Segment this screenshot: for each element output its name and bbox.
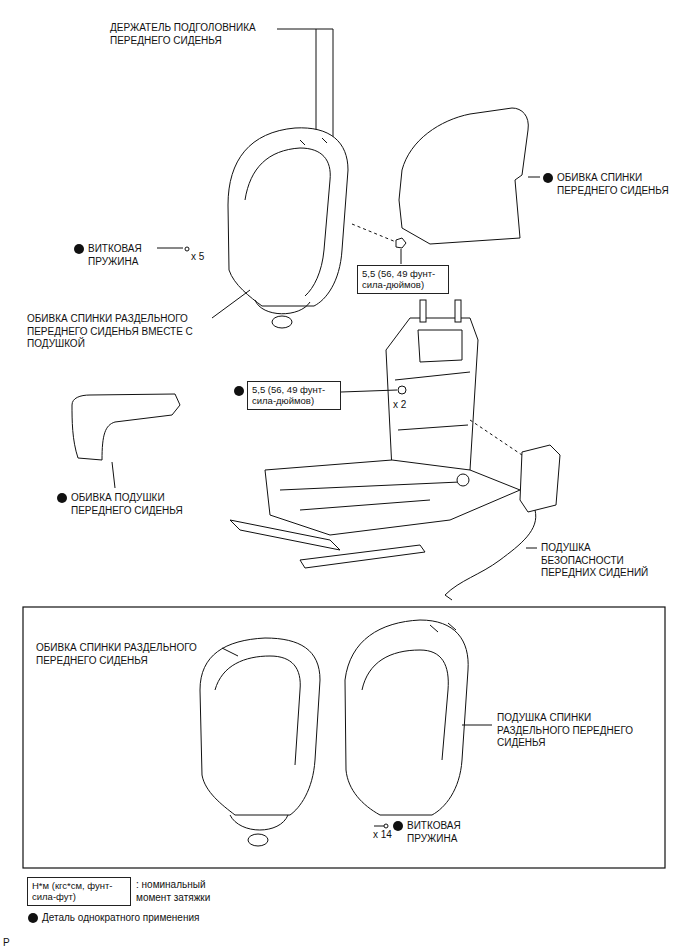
torque-box: 5,5 (56, 49 фунт-сила-дюймов) [357,265,449,294]
torque-value: 5,5 (56, 49 фунт-сила-дюймов) [362,268,444,291]
part-label: ВИТКОВАЯ ПРУЖИНА [88,243,156,268]
part-label: x 5 [191,251,221,264]
legend-text: : номинальный момент затяжки [136,879,228,904]
part-label: ОБИВКА СПИНКИ ПЕРЕДНЕГО СИДЕНЬЯ [557,172,683,197]
part-label: ПОДУШКА БЕЗОПАСНОСТИ ПЕРЕДНИХ СИДЕНИЙ [541,542,667,580]
torque-value: Н*м (кгс*см, фунт-сила-фут) [32,880,126,903]
torque-box: 5,5 (56, 49 фунт-сила-дюймов) [247,381,341,410]
legend-text: Деталь однократного применения [42,912,262,925]
part-label: ВИТКОВАЯ ПРУЖИНА [407,820,477,845]
part-label: ОБИВКА ПОДУШКИ ПЕРЕДНЕГО СИДЕНЬЯ [71,492,203,517]
part-label: ОБИВКА СПИНКИ РАЗДЕЛЬНОГО ПЕРЕДНЕГО СИДЕ… [27,313,219,351]
part-label: ПОДУШКА СПИНКИ РАЗДЕЛЬНОГО ПЕРЕДНЕГО СИД… [497,712,665,750]
part-label: ДЕРЖАТЕЛЬ ПОДГОЛОВНИКА ПЕРЕДНЕГО СИДЕНЬЯ [110,22,280,47]
part-label: P [3,937,23,949]
part-label: x 14 [373,829,403,842]
torque-value: 5,5 (56, 49 фунт-сила-дюймов) [252,384,336,407]
torque-unit-box: Н*м (кгс*см, фунт-сила-фут) [27,877,131,906]
part-label: x 2 [393,399,423,412]
part-label: ОБИВКА СПИНКИ РАЗДЕЛЬНОГО ПЕРЕДНЕГО СИДЕ… [36,642,224,667]
